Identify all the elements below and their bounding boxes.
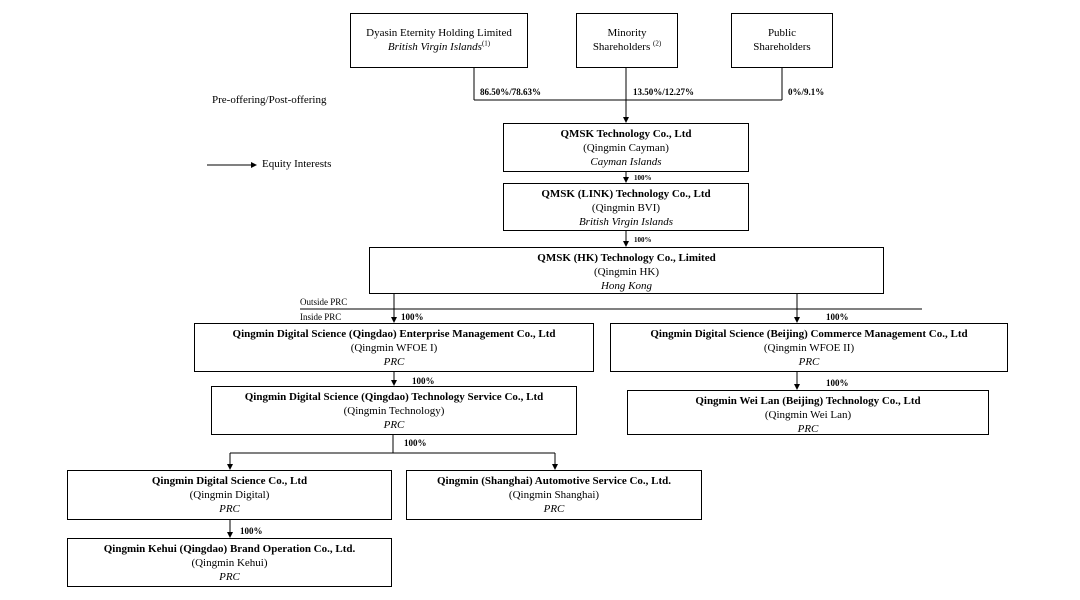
dyasin-name: Dyasin Eternity Holding Limited	[366, 27, 512, 39]
hk-name: QMSK (HK) Technology Co., Limited	[537, 252, 716, 264]
weilan-abbr: (Qingmin Wei Lan)	[764, 409, 852, 421]
bvi-hk-percentage: 100%	[634, 236, 652, 244]
weilan-name: Qingmin Wei Lan (Beijing) Technology Co.…	[695, 395, 921, 407]
minority-line2: Shareholders	[592, 41, 651, 53]
kehui-entity-box: Qingmin Kehui (Qingdao) Brand Operation …	[67, 538, 392, 587]
minority-footnote: (2)	[653, 39, 662, 48]
shanghai-abbr: (Qingmin Shanghai)	[508, 489, 600, 501]
wfoe1-name: Qingmin Digital Science (Qingdao) Enterp…	[232, 328, 556, 340]
dyasin-footnote: (1)	[481, 39, 491, 48]
offering-legend: Pre-offering/Post-offering	[212, 94, 327, 106]
minority-percentage: 13.50%/12.27%	[633, 87, 695, 97]
bvi-jurisdiction: British Virgin Islands	[578, 216, 674, 228]
hk-entity-box: QMSK (HK) Technology Co., Limited (Qingm…	[369, 247, 884, 294]
wfoe1-entity-box: Qingmin Digital Science (Qingdao) Enterp…	[194, 323, 594, 372]
hk-jurisdiction: Hong Kong	[600, 280, 653, 292]
tech-name: Qingmin Digital Science (Qingdao) Techno…	[244, 391, 544, 403]
dyasin-percentage: 86.50%/78.63%	[480, 87, 542, 97]
dyasin-shareholder-box: Dyasin Eternity Holding Limited British …	[350, 13, 528, 68]
outside-prc-label: Outside PRC	[300, 297, 348, 307]
wfoe2-entity-box: Qingmin Digital Science (Beijing) Commer…	[610, 323, 1008, 372]
dyasin-jurisdiction: British Virgin Islands(1)	[351, 40, 527, 54]
cayman-entity-box: QMSK Technology Co., Ltd (Qingmin Cayman…	[503, 123, 749, 172]
cayman-jurisdiction: Cayman Islands	[590, 156, 662, 168]
kehui-jurisdiction: PRC	[219, 571, 240, 583]
public-line1: Public	[767, 27, 797, 39]
dyasin-jurisdiction-text: British Virgin Islands	[387, 41, 482, 53]
digital-abbr: (Qingmin Digital)	[189, 489, 270, 501]
wfoe1-jurisdiction: PRC	[383, 356, 405, 368]
hk-abbr: (Qingmin HK)	[593, 266, 660, 278]
equity-legend: Equity Interests	[262, 158, 332, 170]
digital-name: Qingmin Digital Science Co., Ltd	[151, 475, 308, 487]
cayman-bvi-percentage: 100%	[634, 174, 652, 182]
wfoe2-weilan-percentage: 100%	[826, 378, 849, 388]
weilan-entity-box: Qingmin Wei Lan (Beijing) Technology Co.…	[627, 390, 989, 435]
minority-line1: Minority	[607, 27, 647, 39]
inside-prc-label: Inside PRC	[300, 312, 342, 322]
bvi-abbr: (Qingmin BVI)	[591, 202, 661, 214]
minority-line2-wrap: Shareholders (2)	[577, 40, 677, 54]
cayman-abbr: (Qingmin Cayman)	[583, 142, 669, 154]
public-percentage: 0%/9.1%	[788, 87, 825, 97]
shanghai-name: Qingmin (Shanghai) Automotive Service Co…	[436, 475, 672, 487]
digital-kehui-percentage: 100%	[240, 526, 263, 536]
digital-entity-box: Qingmin Digital Science Co., Ltd (Qingmi…	[67, 470, 392, 520]
tech-entity-box: Qingmin Digital Science (Qingdao) Techno…	[211, 386, 577, 435]
tech-abbr: (Qingmin Technology)	[343, 405, 445, 417]
bvi-entity-box: QMSK (LINK) Technology Co., Ltd (Qingmin…	[503, 183, 749, 231]
kehui-abbr: (Qingmin Kehui)	[191, 557, 268, 569]
kehui-name: Qingmin Kehui (Qingdao) Brand Operation …	[103, 543, 356, 555]
hk-wfoe2-percentage: 100%	[826, 312, 849, 322]
wfoe1-abbr: (Qingmin WFOE I)	[350, 342, 438, 354]
wfoe2-abbr: (Qingmin WFOE II)	[763, 342, 855, 354]
hk-wfoe1-percentage: 100%	[401, 312, 424, 322]
bvi-name: QMSK (LINK) Technology Co., Ltd	[541, 188, 711, 200]
tech-jurisdiction: PRC	[383, 419, 405, 431]
public-line2: Shareholders	[753, 41, 811, 53]
digital-jurisdiction: PRC	[219, 503, 240, 515]
public-shareholder-box: Public Shareholders	[731, 13, 833, 68]
wfoe2-name: Qingmin Digital Science (Beijing) Commer…	[650, 328, 968, 340]
cayman-name: QMSK Technology Co., Ltd	[560, 128, 692, 140]
weilan-jurisdiction: PRC	[797, 423, 819, 435]
shanghai-entity-box: Qingmin (Shanghai) Automotive Service Co…	[406, 470, 702, 520]
wfoe2-jurisdiction: PRC	[798, 356, 820, 368]
minority-shareholder-box: Minority Shareholders (2)	[576, 13, 678, 68]
wfoe1-tech-percentage: 100%	[412, 376, 435, 386]
tech-subs-percentage: 100%	[404, 438, 427, 448]
shanghai-jurisdiction: PRC	[543, 503, 565, 515]
